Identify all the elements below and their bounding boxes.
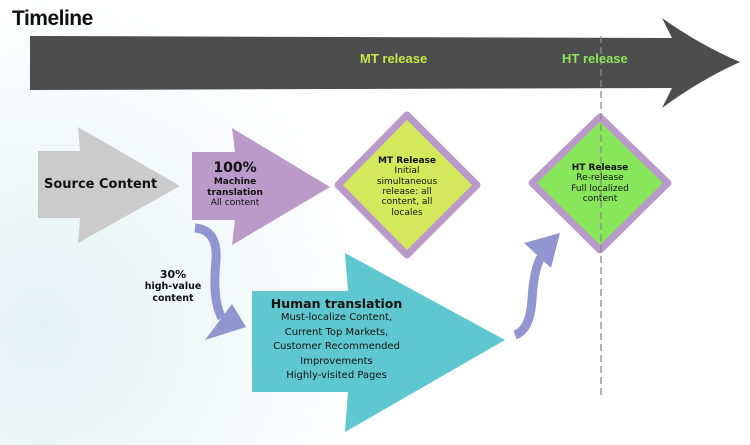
- split-line1: high-value: [144, 281, 202, 293]
- human-line: Customer Recommended: [273, 341, 400, 352]
- mt-release-line: content, all: [381, 197, 433, 208]
- ht-release-text: HT Release Re-release Full localized con…: [550, 163, 650, 204]
- source-content-arrow: [38, 127, 180, 243]
- mt-release-line: Initial: [394, 166, 420, 177]
- curved-arrow-up: [513, 248, 549, 340]
- machine-translation-arrow: [192, 128, 330, 245]
- curved-arrow-up-head: [524, 233, 560, 268]
- source-content-label: Source Content: [44, 177, 158, 192]
- curved-arrow-down-head: [205, 304, 246, 340]
- mt-release-title: MT Release: [378, 156, 436, 166]
- ht-release-diamond: [528, 113, 672, 254]
- page-title: Timeline: [12, 7, 93, 30]
- machine-line3: All content: [210, 198, 260, 209]
- machine-line2: translation: [207, 187, 263, 198]
- ht-release-line: Re-release: [576, 173, 624, 184]
- machine-percent: 100%: [213, 160, 257, 176]
- machine-translation-text: 100% Machine translation All content: [192, 160, 278, 209]
- timeline-arrow: [30, 18, 740, 108]
- mt-release-text: MT Release Initial simultaneous release:…: [357, 156, 457, 218]
- split-line2: content: [152, 292, 194, 304]
- split-text: 30% high-value content: [138, 268, 208, 304]
- mt-release-diamond: [334, 111, 481, 259]
- mt-release-line: release: all: [382, 187, 432, 198]
- human-line: Improvements: [300, 355, 373, 367]
- curved-arrow-down: [194, 223, 227, 321]
- human-title: Human translation: [270, 296, 403, 311]
- split-percent: 30%: [159, 268, 187, 281]
- ht-release-line: Full localized: [571, 183, 629, 194]
- human-line: Current Top Markets,: [284, 326, 389, 338]
- human-line: Must-localize Content,: [280, 312, 393, 323]
- human-translation-arrow: [252, 253, 505, 432]
- ht-release-line: content: [582, 194, 618, 205]
- timeline-ht-label: HT release: [562, 51, 628, 66]
- human-line: Highly-visited Pages: [286, 370, 387, 381]
- ht-release-title: HT Release: [571, 163, 629, 173]
- mt-release-line: locales: [391, 207, 423, 218]
- machine-line1: Machine: [213, 176, 257, 187]
- mt-release-line: simultaneous: [376, 176, 438, 187]
- human-translation-text: Human translation Must-localize Content,…: [254, 296, 419, 384]
- timeline-mt-label: MT release: [360, 51, 428, 66]
